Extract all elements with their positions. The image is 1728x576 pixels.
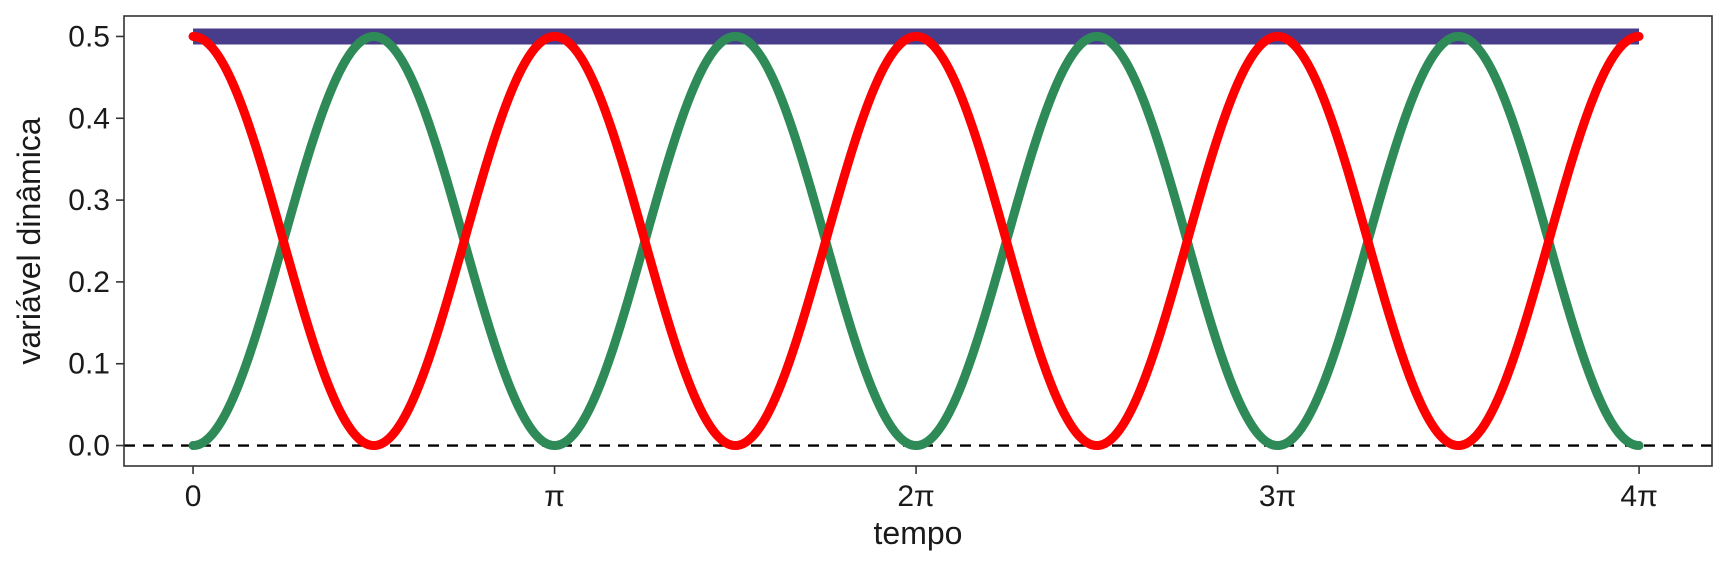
- y-tick-label: 0.1: [68, 348, 110, 381]
- y-tick-label: 0.2: [68, 266, 110, 299]
- series-line-3: [188, 31, 1644, 451]
- plot-area: [124, 28, 1712, 451]
- series-line-2: [188, 31, 1644, 451]
- x-tick-label: 3π: [1259, 480, 1296, 513]
- y-tick-label: 0.3: [68, 184, 110, 217]
- x-tick-label: 0: [185, 480, 202, 513]
- x-tick-label: 2π: [897, 480, 934, 513]
- x-tick-label: 4π: [1620, 480, 1657, 513]
- x-tick-label: π: [544, 480, 565, 513]
- y-axis: 0.0 0.1 0.2 0.3 0.4 0.5: [68, 20, 124, 463]
- plot-panel-border: [123, 15, 1713, 467]
- x-axis: 0 π 2π 3π 4π: [185, 466, 1658, 513]
- y-tick-label: 0.4: [68, 102, 110, 135]
- y-tick-label: 0.0: [68, 430, 110, 463]
- y-tick-label: 0.5: [68, 20, 110, 53]
- x-axis-label: tempo: [874, 515, 963, 551]
- y-axis-label: variável dinâmica: [11, 117, 47, 364]
